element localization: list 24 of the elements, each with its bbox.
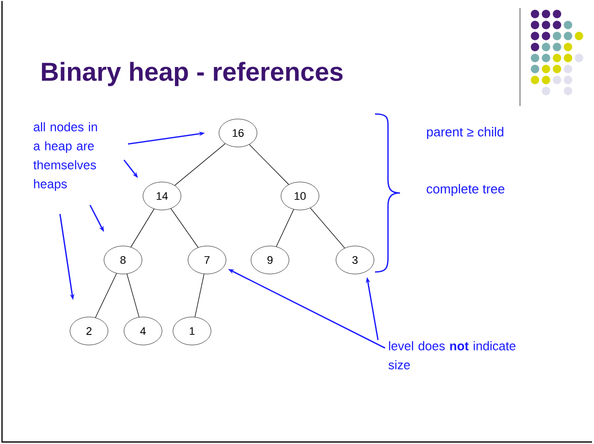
tree-node: 10 — [280, 182, 320, 210]
tree-edge — [130, 208, 154, 248]
tree-edge — [310, 208, 345, 248]
tree-edge — [276, 209, 294, 247]
tree-edge — [95, 273, 117, 318]
tree-node: 4 — [124, 316, 162, 346]
tree-node: 2 — [70, 316, 108, 346]
tree-node: 3 — [336, 246, 374, 274]
note-text: level does not indicate size — [388, 341, 516, 370]
slide-title: Binary heap - references — [42, 62, 343, 86]
tree-node: 8 — [104, 246, 142, 274]
tree-node: 14 — [142, 182, 182, 210]
tree-edge — [170, 208, 198, 248]
tree-edge — [174, 143, 226, 186]
tree-edge — [194, 274, 204, 318]
annotation-text: parent ≥ child — [427, 126, 504, 140]
tree-node: 9 — [250, 246, 290, 274]
tree-node: 16 — [218, 118, 258, 148]
annotation-text: complete tree — [426, 184, 504, 196]
tree-node: 1 — [172, 316, 212, 346]
tree-edge — [249, 144, 289, 185]
note-text: all nodes in a heap are themselves heaps — [33, 122, 97, 191]
tree-node: 7 — [188, 246, 226, 274]
tree-edge — [126, 274, 140, 318]
